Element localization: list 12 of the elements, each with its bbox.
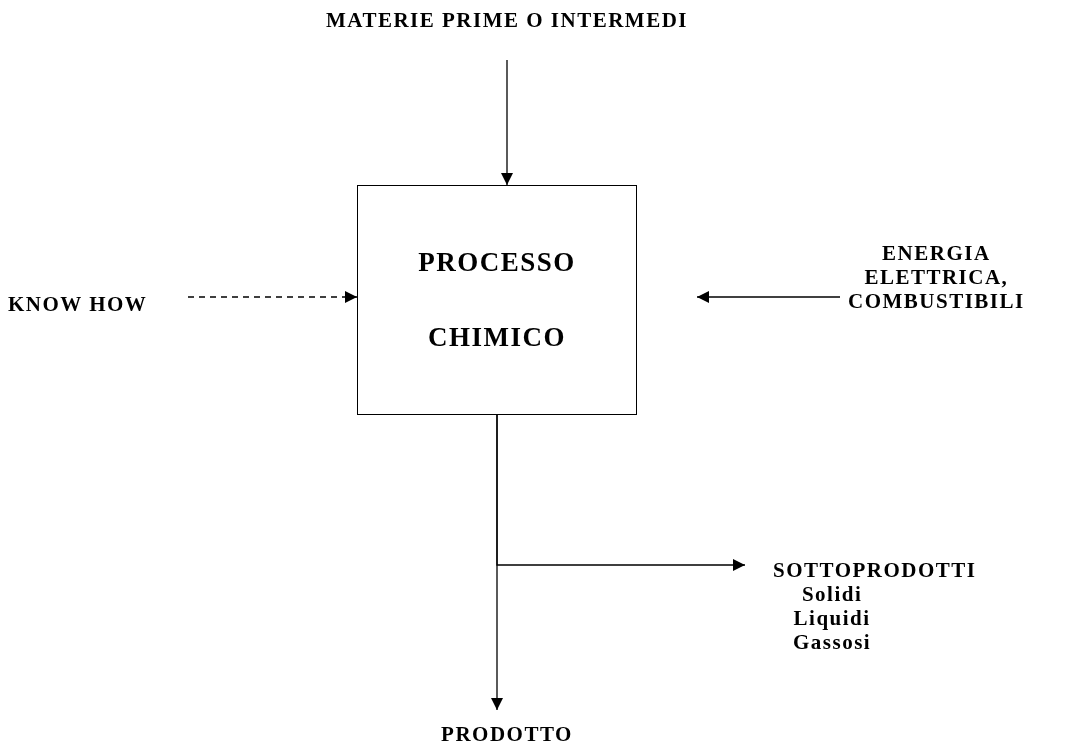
node-label: SOTTOPRODOTTI <box>773 557 977 582</box>
process-box <box>357 185 637 415</box>
node-label: ENERGIA ELETTRICA, COMBUSTIBILI <box>848 240 1025 314</box>
node-label: KNOW HOW <box>8 291 149 317</box>
dashed-arrow <box>187 291 358 303</box>
arrow <box>696 291 841 303</box>
process-label: PROCESSO CHIMICO <box>417 246 577 354</box>
node-label: MATERIE PRIME O INTERMEDI <box>325 8 688 33</box>
arrow <box>501 59 513 186</box>
node-label: PRODOTTO <box>441 721 573 746</box>
arrow <box>491 414 503 711</box>
node-list: Solidi Liquidi Gassosi <box>793 581 872 655</box>
